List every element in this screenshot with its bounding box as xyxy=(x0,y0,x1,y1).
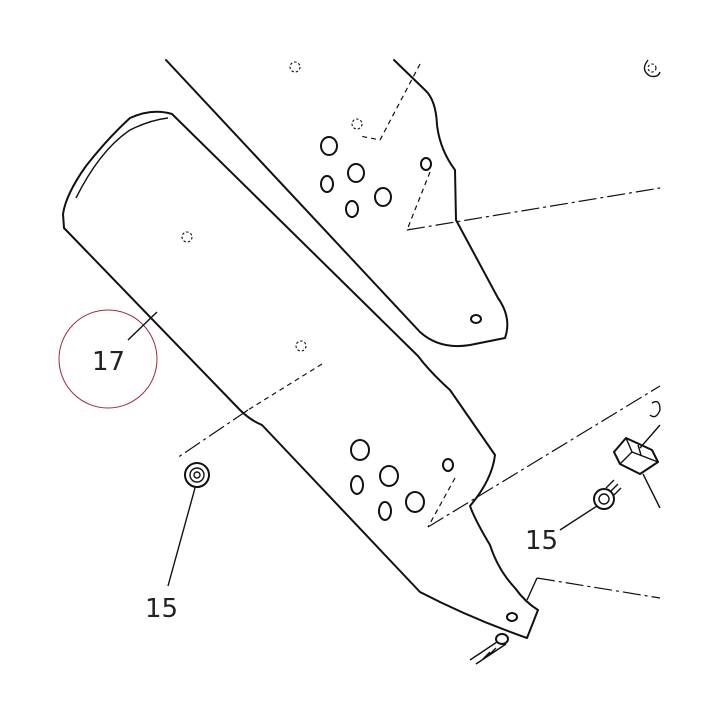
top-right-fastener xyxy=(643,59,661,78)
upper-bracket xyxy=(165,59,661,348)
right-screw xyxy=(559,479,622,531)
right-clip-assembly xyxy=(613,400,661,509)
part-15-left-label[interactable]: 15 xyxy=(145,594,178,624)
callout-17[interactable]: 17 xyxy=(58,309,158,409)
main-cover-part xyxy=(62,110,661,639)
bottom-screw xyxy=(469,633,509,665)
bottom-right-leader xyxy=(526,577,661,601)
part-15-right-label[interactable]: 15 xyxy=(525,526,558,556)
callout-17-label: 17 xyxy=(92,347,125,377)
left-screw xyxy=(167,462,210,587)
callout-ring xyxy=(58,309,158,409)
